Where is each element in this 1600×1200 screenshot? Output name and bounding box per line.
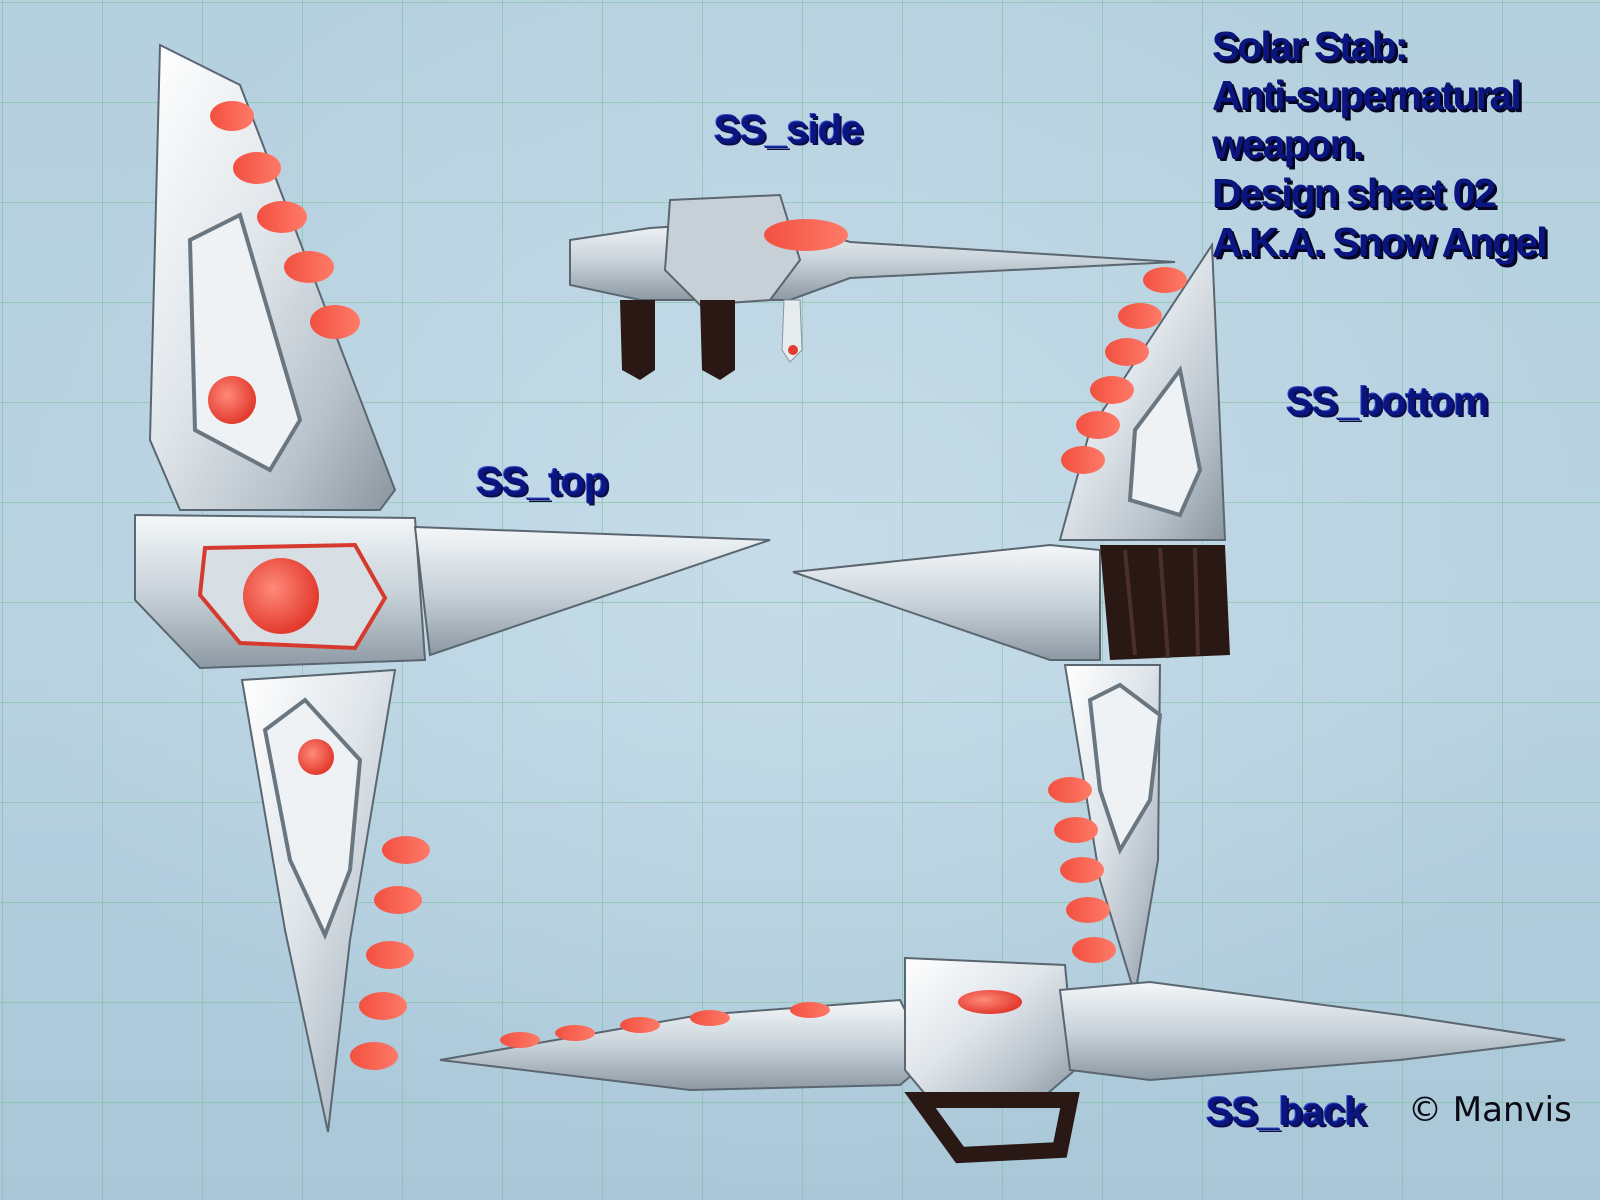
title-line-3: weapon. <box>1212 121 1364 167</box>
grip <box>620 300 655 380</box>
top-view-label: SS_top <box>476 460 609 504</box>
bottom-view-model <box>792 241 1230 996</box>
red-spikes <box>1048 777 1116 963</box>
red-spikes <box>1061 267 1187 474</box>
sheet-title: Solar Stab: Anti-supernatural weapon. De… <box>1212 22 1547 267</box>
side-view-label: SS_side <box>714 108 864 152</box>
top-view-model <box>134 43 771 1133</box>
back-view-model <box>439 956 1566 1164</box>
red-spike <box>764 219 848 251</box>
back-view-label: SS_back <box>1206 1090 1367 1134</box>
grip <box>904 1092 1080 1164</box>
title-line-2: Anti-supernatural <box>1212 72 1522 118</box>
red-gem <box>298 739 334 775</box>
red-gem <box>208 376 256 424</box>
title-line-5: A.K.A. Snow Angel <box>1212 219 1547 265</box>
red-spikes <box>500 1002 830 1048</box>
red-gem <box>243 558 319 634</box>
bottom-view-label: SS_bottom <box>1286 380 1489 424</box>
red-gem <box>958 990 1022 1014</box>
grip <box>700 300 735 380</box>
red-spikes <box>350 836 430 1070</box>
side-view-model <box>569 193 1176 380</box>
red-spikes <box>210 101 360 339</box>
copyright-notice: © Manvis <box>1408 1090 1572 1130</box>
title-line-4: Design sheet 02 <box>1212 170 1496 216</box>
title-line-1: Solar Stab: <box>1212 23 1408 69</box>
